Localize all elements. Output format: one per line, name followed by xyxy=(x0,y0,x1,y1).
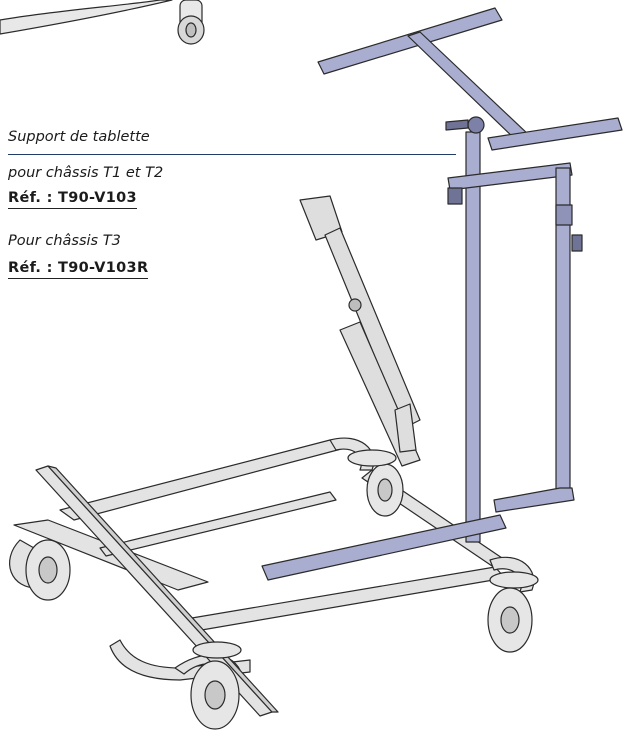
lift-arm xyxy=(299,195,421,467)
reference-t90-v103r: Réf. : T90-V103R xyxy=(8,260,149,279)
caption-chassis-t3: Pour châssis T3 xyxy=(8,233,121,249)
casters xyxy=(25,449,539,730)
reference-t90-v103: Réf. : T90-V103 xyxy=(8,190,137,209)
partial-upper-frame xyxy=(0,0,205,45)
caption-title: Support de tablette xyxy=(8,129,150,145)
caption-chassis-t1-t2: pour châssis T1 et T2 xyxy=(8,165,164,181)
tablet-support xyxy=(261,7,623,581)
leader-line xyxy=(8,154,456,155)
